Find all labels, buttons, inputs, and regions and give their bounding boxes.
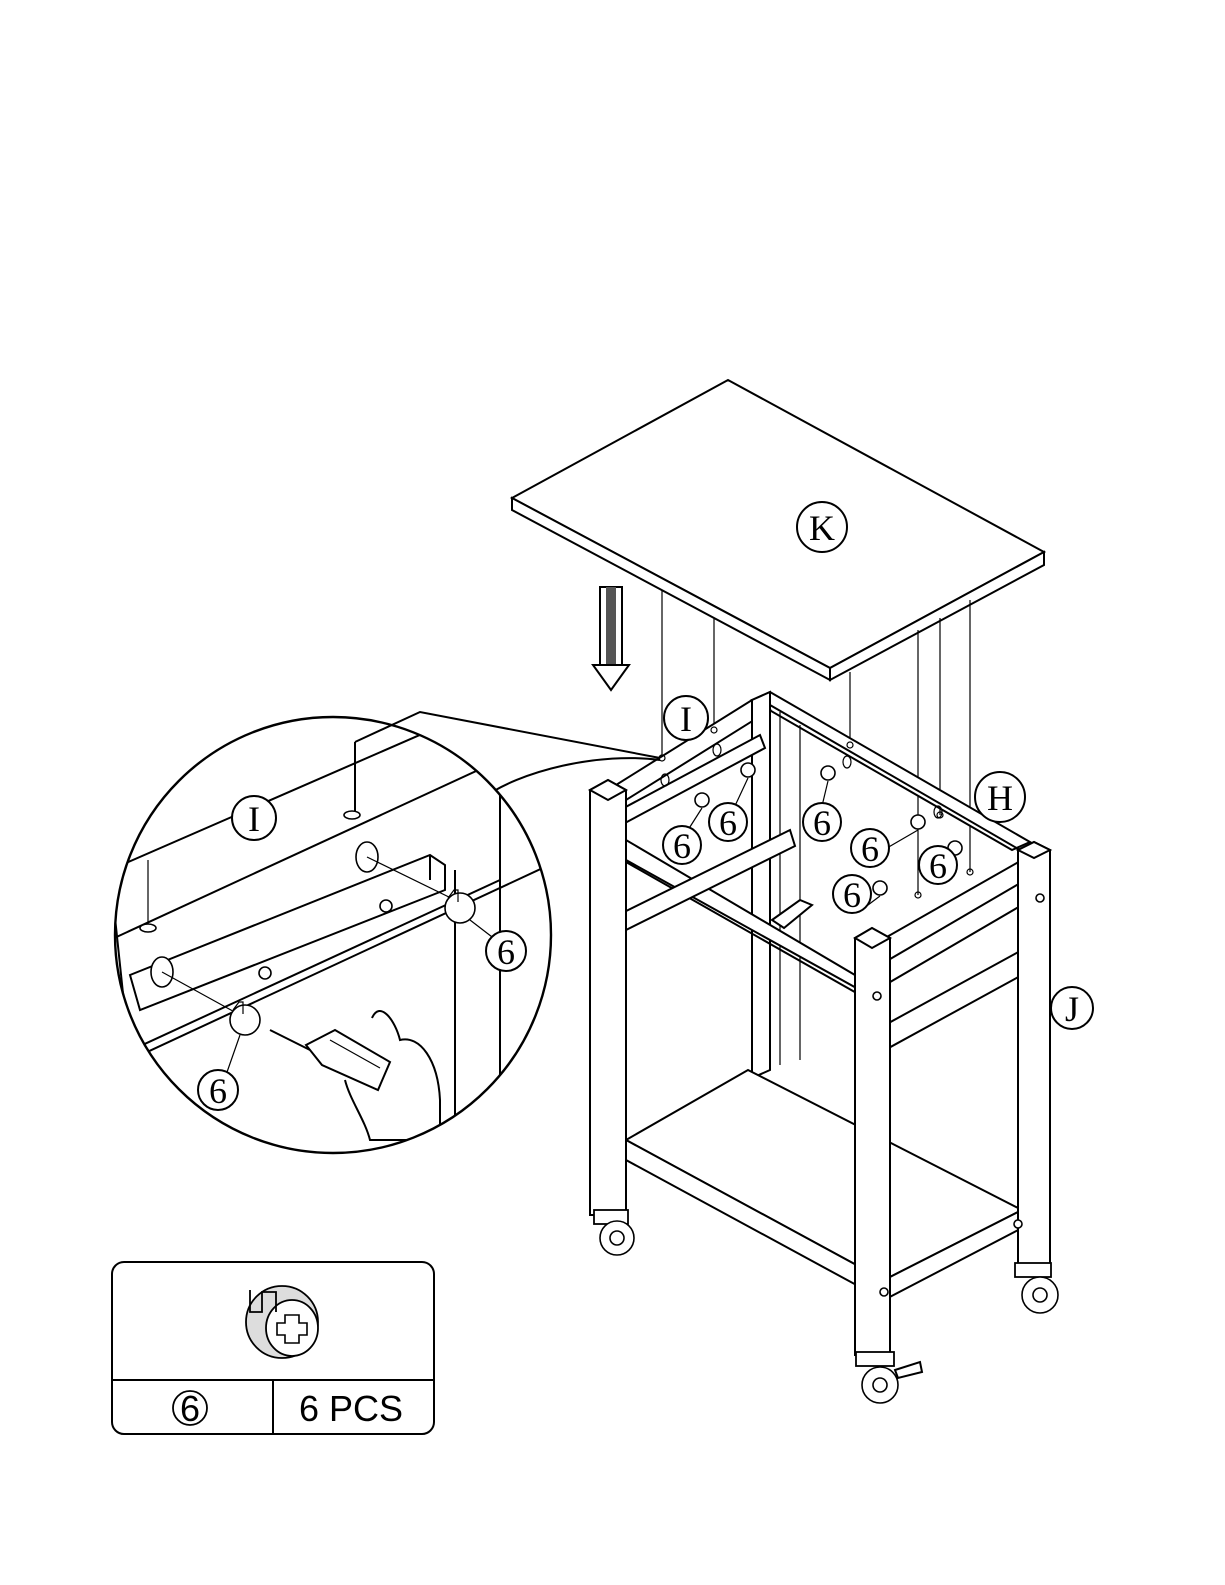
- callout-6-a: 6: [663, 826, 701, 866]
- callout-text: 6: [813, 803, 831, 843]
- callout-text: 6: [497, 932, 515, 972]
- part-label-j: J: [1065, 989, 1079, 1029]
- callout-6-c: 6: [803, 803, 841, 843]
- callout-6-d: 6: [851, 829, 889, 869]
- label-h: H: [975, 772, 1025, 822]
- callout-text: 6: [719, 803, 737, 843]
- callout-text: 6: [843, 875, 861, 915]
- callout-text: 6: [673, 826, 691, 866]
- parts-table: 6 6 PCS: [112, 1262, 434, 1434]
- table-quantity: 6 PCS: [299, 1388, 403, 1429]
- detail-callout: [110, 700, 660, 1153]
- part-label-i-detail: I: [248, 799, 260, 839]
- callout-6-b: 6: [709, 803, 747, 843]
- callout-6-e: 6: [919, 846, 957, 886]
- label-j: J: [1051, 987, 1093, 1029]
- label-i-main: I: [664, 696, 708, 740]
- down-arrow-icon: [593, 587, 629, 690]
- caster-back-right: [1015, 1263, 1058, 1313]
- label-k: K: [797, 502, 847, 552]
- detail-callout-6-a: 6: [486, 931, 526, 972]
- tabletop-k: [512, 380, 1044, 680]
- table-part-number-text: 6: [180, 1388, 200, 1429]
- part-label-k: K: [809, 508, 835, 548]
- caster-front-right-locking: [856, 1352, 922, 1403]
- detail-callout-6-b: 6: [198, 1070, 238, 1111]
- cam-lock-icon: [246, 1286, 318, 1358]
- part-label-i: I: [680, 699, 692, 739]
- label-i-detail: I: [232, 796, 276, 840]
- caster-front-left: [594, 1210, 634, 1255]
- callout-text: 6: [209, 1071, 227, 1111]
- callout-text: 6: [929, 846, 947, 886]
- callout-6-f: 6: [833, 875, 871, 915]
- part-label-h: H: [987, 778, 1013, 818]
- callout-text: 6: [861, 829, 879, 869]
